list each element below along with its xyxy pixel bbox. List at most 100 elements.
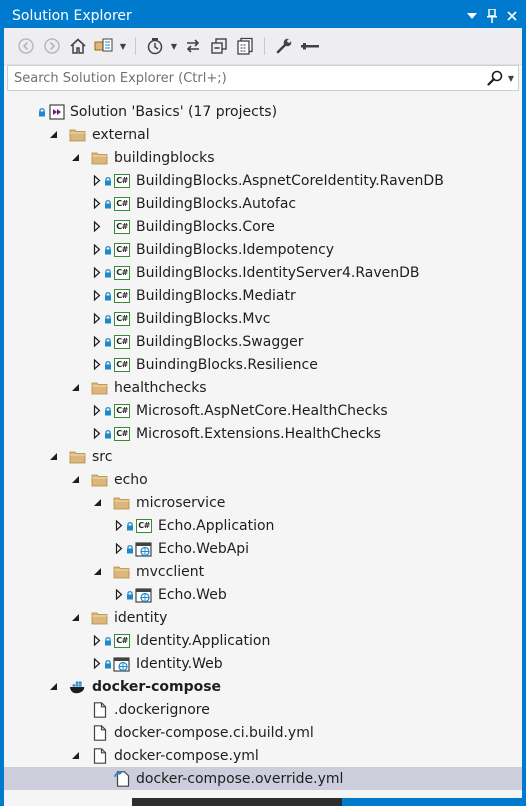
tree-item[interactable]: mvcclient — [4, 560, 522, 583]
tab-team-explorer-notifications[interactable] — [132, 798, 342, 806]
tree-item[interactable]: C#BuildingBlocks.IdentityServer4.RavenDB — [4, 261, 522, 284]
tree-item[interactable]: C#BuildingBlocks.AspnetCoreIdentity.Rave… — [4, 169, 522, 192]
tree-item[interactable]: Solution 'Basics' (17 projects) — [4, 100, 522, 123]
tree-item-label: src — [92, 448, 113, 465]
collapse-all-icon[interactable] — [207, 34, 231, 58]
show-all-files-icon[interactable] — [233, 34, 257, 58]
tree-item[interactable]: C#Microsoft.AspNetCore.HealthChecks — [4, 399, 522, 422]
expanded-arrow-icon[interactable] — [68, 151, 82, 165]
tree-item-label: BuildingBlocks.Autofac — [136, 195, 297, 212]
tree-item[interactable]: identity — [4, 606, 522, 629]
tree-item[interactable]: C#Identity.Application — [4, 629, 522, 652]
tree-item[interactable]: Echo.WebApi — [4, 537, 522, 560]
search-box[interactable]: ▼ — [7, 65, 519, 91]
folder-icon — [91, 150, 109, 166]
tree-item[interactable]: C#BuildingBlocks.Idempotency — [4, 238, 522, 261]
tree-item[interactable]: docker-compose — [4, 675, 522, 698]
collapsed-arrow-icon[interactable] — [90, 404, 104, 418]
collapsed-arrow-icon[interactable] — [90, 427, 104, 441]
tree-item[interactable]: .dockerignore — [4, 698, 522, 721]
expanded-arrow-icon[interactable] — [46, 450, 60, 464]
home-icon[interactable] — [66, 34, 90, 58]
tree-item[interactable]: C# BuindingBlocks.Resilience — [4, 353, 522, 376]
expanded-arrow-icon[interactable] — [68, 749, 82, 763]
pin-icon[interactable] — [482, 6, 502, 26]
expanded-arrow-icon[interactable] — [46, 128, 60, 142]
collapsed-arrow-icon[interactable] — [112, 519, 126, 533]
collapsed-arrow-icon[interactable] — [90, 243, 104, 257]
tree-item[interactable]: buildingblocks — [4, 146, 522, 169]
file-icon — [91, 701, 109, 718]
bottom-tab-strip — [4, 798, 522, 806]
properties-wrench-icon[interactable] — [272, 34, 296, 58]
switch-views-icon[interactable] — [92, 34, 116, 58]
tree-item[interactable]: C#BuildingBlocks.Swagger — [4, 330, 522, 353]
tree-item[interactable]: src — [4, 445, 522, 468]
expanded-arrow-icon[interactable] — [90, 496, 104, 510]
web-project-icon — [135, 587, 153, 603]
search-options-dropdown-icon[interactable]: ▼ — [507, 73, 515, 83]
lock-spacer — [60, 682, 68, 692]
tab-solution-explorer[interactable] — [4, 798, 132, 806]
tree-item[interactable]: C#Microsoft.Extensions.HealthChecks — [4, 422, 522, 445]
collapsed-arrow-icon[interactable] — [90, 174, 104, 188]
web-project-icon — [135, 541, 153, 557]
collapsed-arrow-icon[interactable] — [90, 335, 104, 349]
pending-changes-filter-icon[interactable] — [143, 34, 167, 58]
tree-item[interactable]: docker-compose.ci.build.yml — [4, 721, 522, 744]
tree-item[interactable]: C#BuildingBlocks.Mvc — [4, 307, 522, 330]
collapsed-arrow-icon[interactable] — [90, 358, 104, 372]
collapsed-arrow-icon[interactable] — [90, 197, 104, 211]
pending-changes-dropdown-icon[interactable]: ▼ — [170, 41, 178, 51]
tree-item[interactable]: docker-compose.override.yml — [4, 767, 522, 790]
expanded-arrow-icon[interactable] — [68, 381, 82, 395]
lock-spacer — [82, 705, 90, 715]
lock-spacer — [82, 751, 90, 761]
tree-item[interactable]: microservice — [4, 491, 522, 514]
expanded-arrow-icon[interactable] — [90, 565, 104, 579]
collapsed-arrow-icon[interactable] — [90, 289, 104, 303]
tree-item[interactable]: C#BuildingBlocks.Core — [4, 215, 522, 238]
collapsed-arrow-icon[interactable] — [90, 312, 104, 326]
search-icon[interactable] — [486, 68, 504, 88]
tree-item-label: BuindingBlocks.Resilience — [136, 356, 318, 373]
collapsed-arrow-icon[interactable] — [112, 588, 126, 602]
collapsed-arrow-icon[interactable] — [90, 220, 104, 234]
search-input[interactable] — [14, 70, 486, 86]
lock-spacer — [82, 383, 90, 393]
tree-item[interactable]: external — [4, 123, 522, 146]
preview-selected-items-icon[interactable] — [298, 34, 322, 58]
tree-item-label: BuildingBlocks.Mvc — [136, 310, 271, 327]
tree-item[interactable]: healthchecks — [4, 376, 522, 399]
back-icon[interactable] — [14, 34, 38, 58]
forward-icon[interactable] — [40, 34, 64, 58]
tree-item[interactable]: C#BuildingBlocks.Mediatr — [4, 284, 522, 307]
csharp-project-icon: C# — [113, 357, 131, 373]
collapsed-arrow-icon[interactable] — [112, 542, 126, 556]
source-control-lock-icon — [104, 429, 112, 439]
tree-item-label: .dockerignore — [114, 701, 210, 718]
collapsed-arrow-icon[interactable] — [90, 657, 104, 671]
tree-item[interactable]: Identity.Web — [4, 652, 522, 675]
sync-with-active-document-icon[interactable] — [181, 34, 205, 58]
collapsed-arrow-icon[interactable] — [90, 266, 104, 280]
switch-views-dropdown-icon[interactable]: ▼ — [119, 41, 127, 51]
tree-item[interactable]: echo — [4, 468, 522, 491]
lock-spacer — [60, 130, 68, 140]
collapsed-arrow-icon[interactable] — [90, 634, 104, 648]
tree-item[interactable]: C#BuildingBlocks.Autofac — [4, 192, 522, 215]
tree-item-label: BuildingBlocks.Mediatr — [136, 287, 296, 304]
csharp-badge: C# — [114, 357, 130, 372]
tree-item[interactable]: Echo.Web — [4, 583, 522, 606]
close-icon[interactable] — [502, 6, 522, 26]
window-position-dropdown-icon[interactable] — [462, 6, 482, 26]
lock-spacer — [104, 222, 112, 232]
tree-item[interactable]: docker-compose.yml — [4, 744, 522, 767]
lock-spacer — [60, 452, 68, 462]
expanded-arrow-icon[interactable] — [46, 680, 60, 694]
expanded-arrow-icon[interactable] — [68, 611, 82, 625]
tree-item[interactable]: C#Echo.Application — [4, 514, 522, 537]
expanded-arrow-icon[interactable] — [68, 473, 82, 487]
tree-item-label: Echo.Application — [158, 517, 275, 534]
